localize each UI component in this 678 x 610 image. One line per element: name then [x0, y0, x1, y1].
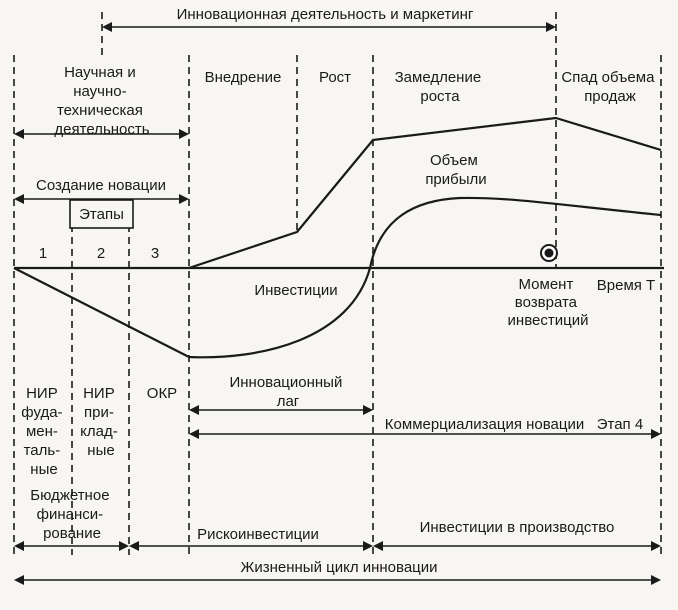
growth-label: Рост [319, 69, 351, 86]
investments-label: Инвестиции [254, 282, 337, 299]
top-span-label: Инновационная деятельность и маркетинг [177, 6, 474, 23]
arrow-tip-right [546, 22, 556, 32]
stage-number-2: 2 [97, 245, 105, 262]
arrow-tip-left [14, 129, 24, 139]
creation-label: Создание новации [36, 177, 166, 194]
arrow-tip-left [189, 405, 199, 415]
phase-guides [13, 12, 662, 555]
decline-label: Спад объема продаж [561, 69, 658, 105]
arrow-tip-right [651, 575, 661, 585]
arrow-tip-right [363, 405, 373, 415]
arrow-tip-right [119, 541, 129, 551]
arrow-tip-left [102, 22, 112, 32]
okr-label: ОКР [147, 385, 177, 402]
profit-label: Объем прибыли [425, 152, 486, 188]
arrow-tip-right [363, 541, 373, 551]
risk-investments-label: Рискоинвестиции [197, 526, 319, 543]
payback-label: Момент возврата инвестиций [508, 276, 589, 329]
profit-curve [368, 196, 662, 269]
stage-number-3: 3 [151, 245, 159, 262]
arrow-spans [14, 22, 661, 585]
arrow-tip-right [179, 194, 189, 204]
arrow-tip-left [189, 429, 199, 439]
commercialization-label: Коммерциализация новации Этап 4 [385, 416, 643, 433]
arrow-tip-right [651, 541, 661, 551]
arrow-tip-right [179, 129, 189, 139]
budget-label: Бюджетное финанси- рование [30, 487, 113, 542]
stages-label: Этапы [79, 206, 124, 223]
production-investments-label: Инвестиции в производство [420, 519, 615, 536]
fundamental-rnd-label: НИР фуда- мен- таль- ные [21, 385, 66, 478]
payback-marker-core [544, 248, 554, 258]
arrow-tip-left [129, 541, 139, 551]
slowdown-label: Замедление роста [395, 69, 486, 105]
applied-rnd-label: НИР при- клад- ные [80, 385, 122, 459]
investment-curve [13, 267, 372, 359]
lag-label: Инновационный лаг [229, 374, 346, 410]
sales-volume-curve [188, 116, 662, 270]
arrow-tip-left [14, 194, 24, 204]
implementation-label: Внедрение [205, 69, 282, 86]
arrow-tip-left [14, 575, 24, 585]
stage-number-1: 1 [39, 245, 47, 262]
arrow-tip-right [651, 429, 661, 439]
arrow-tip-left [14, 541, 24, 551]
arrow-tip-left [373, 541, 383, 551]
life-cycle-label: Жизненный цикл инновации [240, 559, 437, 576]
time-axis-label: Время Т [597, 277, 655, 294]
stages-box [69, 199, 134, 229]
science-label: Научная и научно- техническая деятельнос… [54, 64, 149, 138]
